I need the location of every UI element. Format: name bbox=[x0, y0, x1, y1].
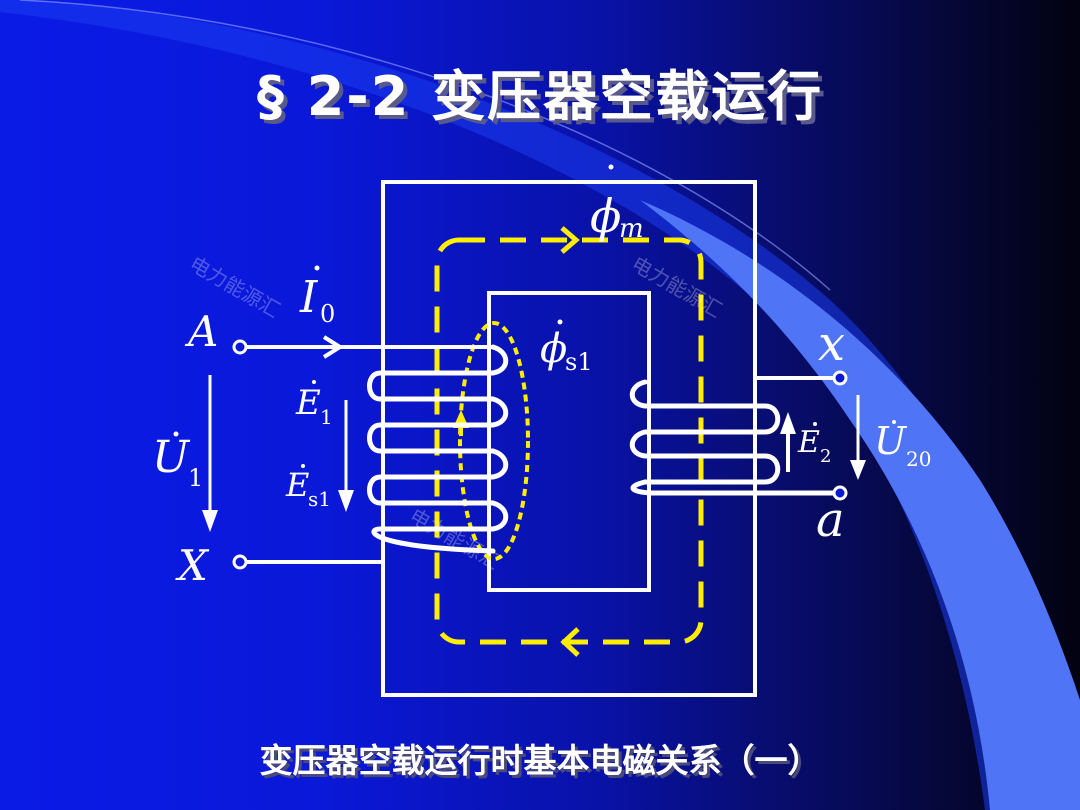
slide-caption: 变压器空载运行时基本电磁关系（一） bbox=[259, 741, 821, 780]
svg-text:0: 0 bbox=[320, 300, 335, 328]
terminal-X-dot bbox=[232, 554, 248, 570]
label-I0: I 0 bbox=[299, 265, 335, 328]
label-Es1: E s1 bbox=[285, 464, 331, 511]
u1-arrow bbox=[202, 375, 218, 532]
terminal-label-x: x bbox=[818, 316, 845, 372]
terminal-a-dot bbox=[832, 485, 848, 501]
svg-text:E: E bbox=[295, 383, 321, 423]
label-phi-m: ϕ m bbox=[590, 164, 644, 244]
svg-text:I: I bbox=[299, 272, 319, 323]
label-E2: E 2 bbox=[797, 422, 831, 467]
svg-text:ϕ: ϕ bbox=[590, 189, 621, 243]
svg-text:s1: s1 bbox=[308, 487, 331, 511]
label-U20: U 20 bbox=[874, 419, 931, 471]
u20-arrow bbox=[850, 395, 866, 480]
es1-arrow bbox=[338, 400, 354, 512]
terminal-label-A: A bbox=[184, 307, 218, 356]
core-window bbox=[487, 291, 651, 592]
svg-text:1: 1 bbox=[188, 464, 203, 492]
terminal-A-dot bbox=[232, 339, 248, 355]
svg-text:m: m bbox=[619, 214, 644, 244]
primary-winding bbox=[367, 344, 509, 554]
terminal-label-X: X bbox=[175, 541, 210, 590]
label-E1: E 1 bbox=[295, 380, 333, 429]
e2-arrow bbox=[780, 412, 796, 472]
svg-text:20: 20 bbox=[906, 447, 931, 471]
terminal-label-a: a bbox=[816, 492, 845, 548]
terminal-x-dot bbox=[832, 370, 848, 386]
svg-text:2: 2 bbox=[820, 446, 831, 467]
secondary-winding bbox=[629, 379, 843, 496]
main-flux-arrow-bottom bbox=[560, 627, 580, 657]
main-flux-path bbox=[434, 237, 704, 645]
slide-title: § 2-2 变压器空载运行 bbox=[256, 65, 824, 128]
label-U1: U 1 bbox=[152, 431, 203, 492]
svg-text:1: 1 bbox=[320, 405, 333, 429]
svg-text:E: E bbox=[797, 425, 820, 460]
current-arrow bbox=[322, 335, 344, 359]
label-phi-s1: ϕ s1 bbox=[540, 319, 593, 376]
svg-text:s1: s1 bbox=[565, 348, 593, 376]
svg-text:U: U bbox=[874, 419, 908, 463]
core-outer bbox=[381, 180, 757, 697]
svg-text:E: E bbox=[285, 466, 309, 504]
watermark: 电力能源汇 bbox=[628, 252, 727, 323]
main-flux-arrow-top bbox=[560, 226, 580, 254]
svg-text:U: U bbox=[152, 432, 191, 483]
svg-text:ϕ: ϕ bbox=[540, 326, 567, 372]
leakage-flux-path bbox=[458, 321, 530, 561]
